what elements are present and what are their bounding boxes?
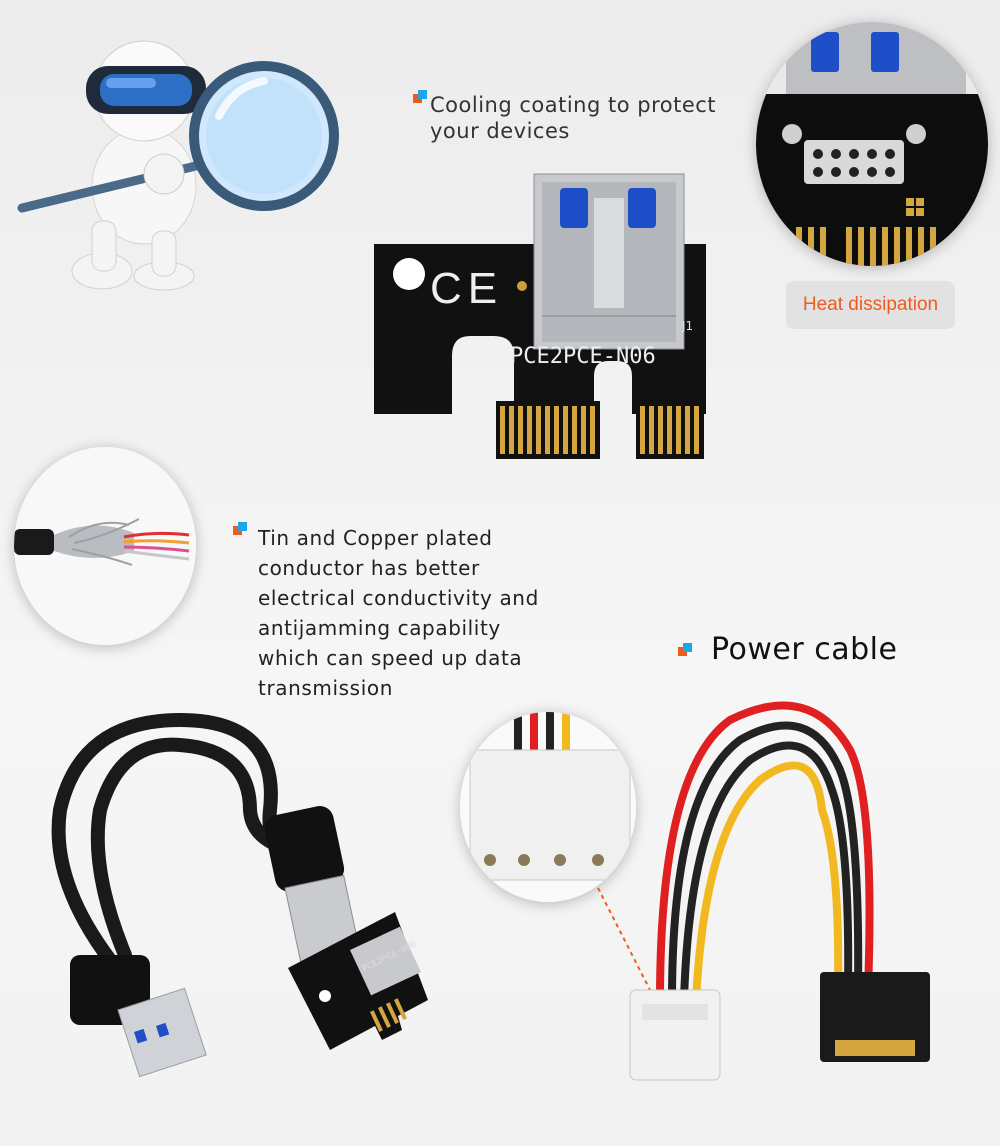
mascot-magnifier-illustration	[14, 36, 344, 296]
conductor-line-4: antijamming capability	[258, 616, 501, 640]
conductor-line-3: electrical conductivity and	[258, 586, 539, 610]
usb-cable-image: PCE2PCE-N06	[30, 700, 450, 1090]
gold-finger	[581, 406, 586, 454]
gold-finger	[500, 406, 505, 454]
gold-finger	[685, 406, 690, 454]
bullet-icon	[678, 643, 692, 657]
gold-finger	[518, 406, 523, 454]
pcb-closeup-illustration	[756, 22, 988, 266]
heat-dissipation-closeup	[756, 22, 988, 266]
gold-finger	[640, 406, 645, 454]
pcb-board-illustration	[374, 173, 706, 459]
sata-power-cable-illustration	[629, 701, 930, 1081]
conductor-line-6: transmission	[258, 676, 393, 700]
gold-finger	[536, 406, 541, 454]
molex-connector-illustration	[460, 712, 636, 902]
heat-dissipation-badge: Heat dissipation	[786, 281, 955, 329]
power-cable-image	[610, 690, 950, 1090]
conductor-line-2: conductor has better	[258, 556, 480, 580]
ce-mark: CE	[430, 264, 504, 313]
gold-finger	[694, 406, 699, 454]
cable-strands-illustration	[14, 447, 196, 645]
pointer-line	[597, 887, 651, 991]
gold-finger	[658, 406, 663, 454]
gold-finger	[509, 406, 514, 454]
molex-connector-closeup	[460, 712, 636, 902]
gold-finger	[649, 406, 654, 454]
cooling-caption: Cooling coating to protect your devices	[430, 92, 760, 144]
riser-board-image: CE J1 PCE2PCE-N06	[372, 166, 708, 466]
gold-finger	[667, 406, 672, 454]
cooling-caption-line-2: your devices	[430, 119, 570, 143]
mascot-magnifier-icon	[17, 40, 339, 291]
gold-finger	[545, 406, 550, 454]
gold-finger	[572, 406, 577, 454]
gold-finger	[527, 406, 532, 454]
board-model-label: PCE2PCE-N06	[510, 344, 656, 369]
usb-cable-illustration	[51, 712, 428, 1078]
gold-finger	[590, 406, 595, 454]
bullet-icon	[413, 90, 427, 104]
conductor-line-1: Tin and Copper plated	[258, 526, 493, 550]
conductor-line-5: which can speed up data	[258, 646, 523, 670]
j1-marking: J1	[682, 319, 694, 333]
cooling-caption-line-1: Cooling coating to protect	[430, 93, 717, 117]
gold-finger	[676, 406, 681, 454]
conductor-closeup	[14, 447, 196, 645]
bullet-icon	[233, 522, 247, 536]
gold-finger	[554, 406, 559, 454]
power-cable-label: Power cable	[711, 632, 898, 667]
gold-finger	[563, 406, 568, 454]
conductor-caption: Tin and Copper plated conductor has bett…	[258, 523, 588, 703]
